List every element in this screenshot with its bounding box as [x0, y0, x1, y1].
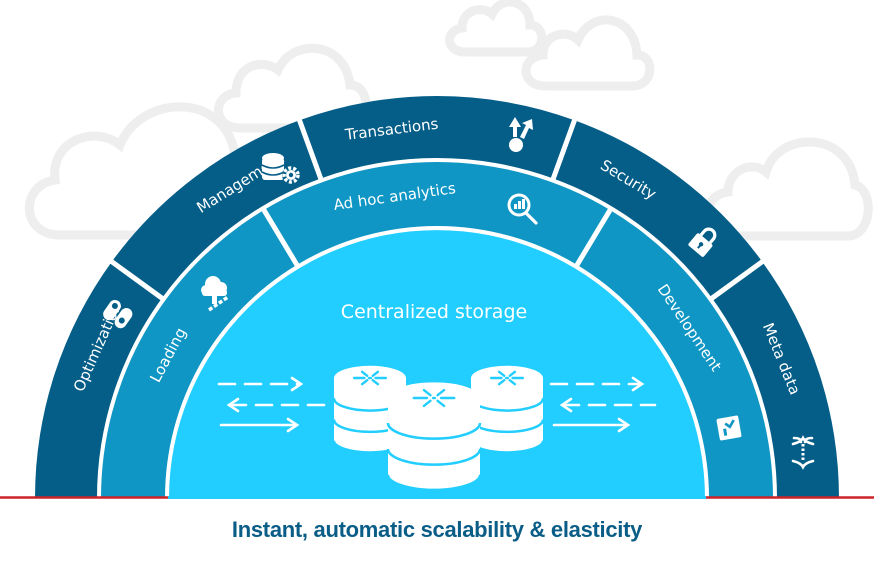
caption: Instant, automatic scalability & elastic… [231, 517, 643, 542]
arrowhead-right-icon [617, 417, 631, 433]
padlock-icon [688, 227, 717, 257]
rings [0, 96, 874, 566]
outer-segment-transactions [299, 96, 575, 179]
below-baseline-mask [0, 499, 874, 566]
cloud-outline-top-small [445, 0, 547, 57]
database-center [386, 382, 482, 492]
middle-segment-loading [101, 209, 297, 498]
code-editor-icon [716, 415, 742, 441]
database-gear-icon [261, 153, 300, 184]
outer-segment-security [553, 120, 763, 299]
data-flow-arrows-right [549, 376, 657, 433]
outer-segment-optimization [35, 261, 162, 498]
middle-segment-ad-hoc-analytics [263, 162, 611, 265]
core-storage-area [169, 230, 705, 498]
outer-divider [108, 258, 166, 302]
cloud-outline-mid-left [214, 43, 371, 133]
middle-divider [260, 206, 301, 268]
outer-divider [550, 117, 578, 182]
outer-divider [296, 117, 324, 182]
middle-divider [573, 206, 614, 268]
magnifier-chart-icon [507, 193, 538, 225]
snowflake-database-icon [332, 365, 545, 492]
curly-braces-icon [791, 435, 815, 470]
cloud-outline-right [702, 137, 873, 241]
core-title: Centralized storage [341, 301, 527, 323]
outer-divider [708, 258, 766, 302]
core-base [168, 496, 706, 499]
arrowhead-right-icon [286, 417, 300, 433]
cloud-outline-top-right [521, 15, 655, 91]
snowflake-icon [412, 388, 456, 408]
snowflake-icon [352, 370, 388, 386]
arrowhead-right-icon [631, 376, 645, 392]
arrowhead-left-icon [559, 397, 573, 413]
toggle-switches-icon [103, 299, 133, 329]
data-flow-arrows-left [217, 376, 334, 433]
database-right [469, 365, 545, 455]
snowflake-icon [489, 370, 525, 386]
cloud-upload-icon [201, 276, 229, 312]
arrowhead-left-icon [226, 397, 240, 413]
arrowhead-right-icon [290, 376, 304, 392]
branching-arrows-icon [509, 117, 533, 152]
